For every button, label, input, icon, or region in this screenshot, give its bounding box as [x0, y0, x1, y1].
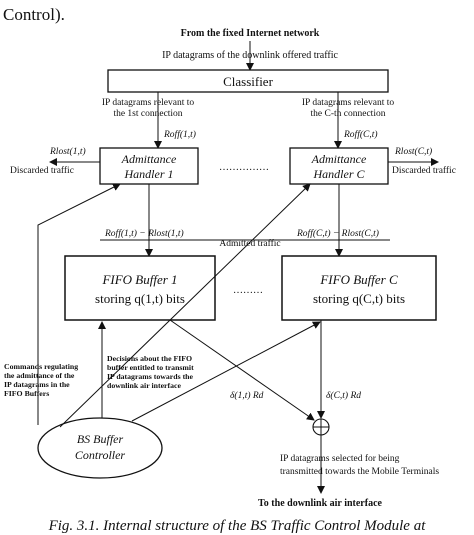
selected-note-line1: IP datagrams selected for being [280, 453, 400, 464]
fifo-buffer-c-content: storing q(C,t) bits [313, 291, 405, 306]
admittance-handler-1 [99, 147, 199, 185]
destination-label: To the downlink air interface [258, 498, 382, 509]
delta-1-label: δ(1,t) Rd [230, 390, 264, 401]
fifo-buffer-1-content: storing q(1,t) bits [95, 291, 185, 306]
discarded-traffic-right: Discarded traffic [392, 165, 456, 176]
classifier-label: Classifier [223, 74, 273, 89]
delta-c-label: δ(C,t) Rd [326, 390, 361, 401]
classifier-box [107, 69, 389, 93]
admittance-handler-1-line2: Handler 1 [124, 167, 174, 181]
decisions-note-line2: buffer entitled to transmit [107, 363, 194, 372]
offered-rate-1-label: Roff(1,t) [163, 129, 196, 140]
top-text-fragment: Control). [3, 5, 65, 24]
fifo-buffer-c-title: FIFO Buffer C [319, 272, 398, 287]
commands-note-line4: FIFO Buffers [4, 389, 49, 398]
buffers-ellipsis: ……… [233, 285, 263, 296]
fifo-buffer-c [281, 255, 437, 321]
selected-note-line2: transmitted towards the Mobile Terminals [280, 467, 439, 477]
handlers-ellipsis: …………… [219, 162, 269, 173]
first-connection-label-line2: the 1st connection [113, 109, 182, 119]
admitted-rate-1-label: Roff(1,t) − Rlost(1,t) [104, 228, 184, 239]
admitted-traffic-label: Admitted traffic [219, 238, 280, 249]
admittance-handler-c [289, 147, 389, 185]
admittance-handler-c-line2: Handler C [313, 167, 366, 181]
cth-connection-label-line1: IP datagrams relevant to [302, 98, 394, 108]
decisions-note-line3: IP datagrams towards the [107, 372, 194, 381]
cth-connection-label-line2: the C-th connection [311, 109, 386, 119]
first-connection-label-line1: IP datagrams relevant to [102, 98, 194, 108]
admittance-handler-1-line1: Admittance [121, 152, 177, 166]
lost-rate-1-label: Rlost(1,t) [49, 146, 86, 157]
controller-line2: Controller [75, 448, 126, 462]
bs-buffer-controller [37, 417, 163, 479]
commands-note-line2: the admittance of the [4, 371, 75, 380]
fifo-buffer-1 [64, 255, 216, 321]
commands-note-line1: Commands regulating [4, 362, 78, 371]
source-label: From the fixed Internet network [181, 28, 320, 39]
offered-rate-c-label: Roff(C,t) [343, 129, 378, 140]
discarded-traffic-left: Discarded traffic [10, 165, 74, 176]
commands-note-line3: IP datagrams in the [4, 380, 70, 389]
lost-rate-c-label: Rlost(C,t) [394, 146, 432, 157]
decisions-note-line1: Decisions about the FIFO [107, 354, 192, 363]
fifo-buffer-1-title: FIFO Buffer 1 [101, 272, 177, 287]
controller-line1: BS Buffer [77, 432, 124, 446]
admitted-rate-c-label: Roff(C,t) − Rlost(C,t) [296, 228, 379, 239]
admittance-handler-c-line1: Admittance [311, 152, 367, 166]
decisions-note-line4: downlink air interface [107, 381, 181, 390]
figure-caption: Fig. 3.1. Internal structure of the BS T… [48, 518, 427, 534]
